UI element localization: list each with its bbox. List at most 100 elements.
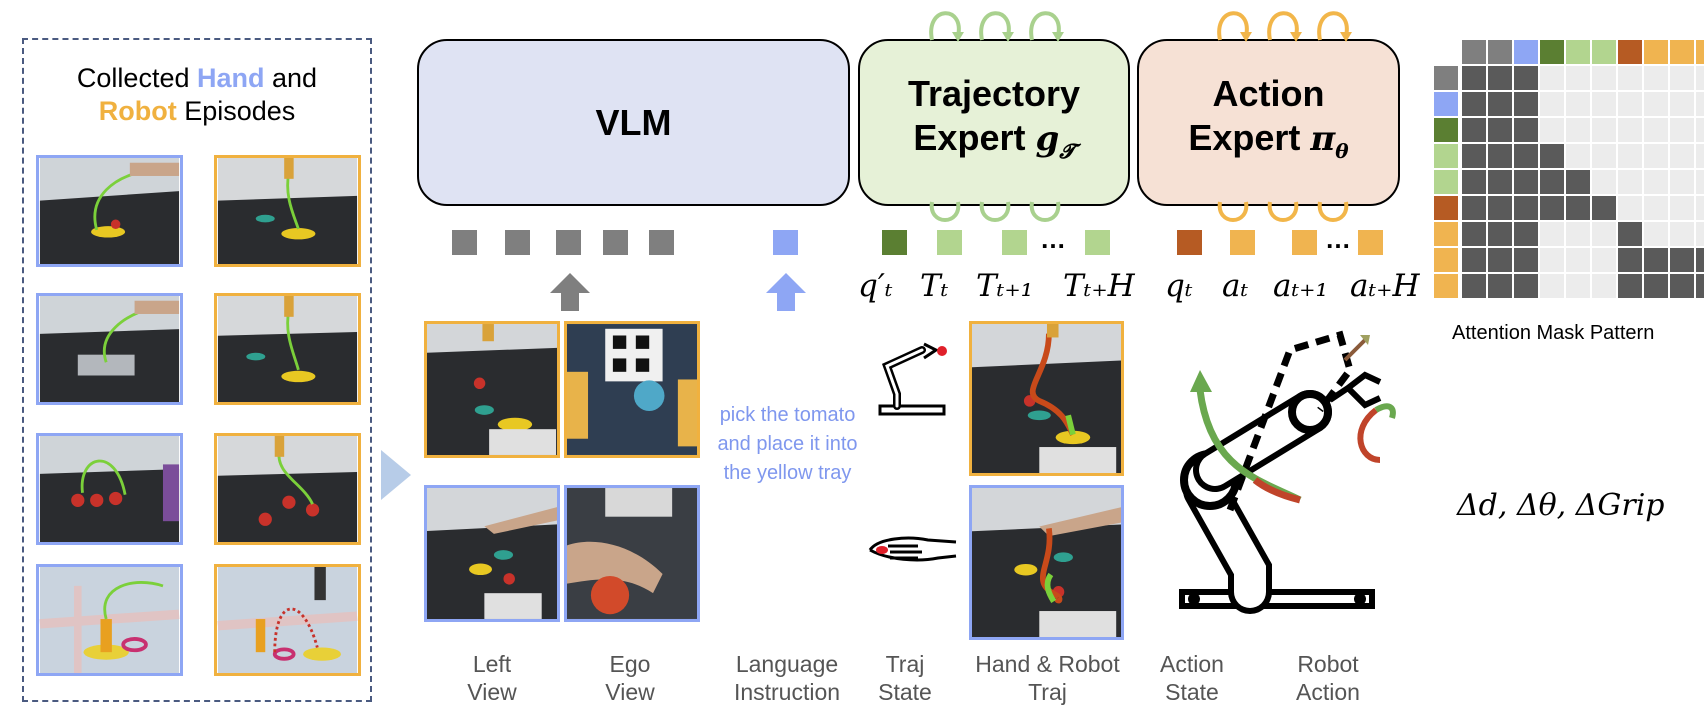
trajectory-loop-arrows — [929, 11, 1064, 42]
mask-cell — [1644, 248, 1668, 272]
hand-episode-thumb — [36, 293, 183, 405]
mask-cell — [1514, 92, 1538, 116]
mask-row-header-cell — [1434, 92, 1458, 116]
action-expert-block: Action Expert πθ — [1137, 39, 1400, 206]
left-view-robot-image — [424, 321, 560, 458]
mask-cell — [1644, 170, 1668, 194]
mask-cell — [1592, 222, 1616, 246]
mask-row-header-cell — [1434, 144, 1458, 168]
mask-cell — [1670, 196, 1694, 220]
mask-cell — [1488, 222, 1512, 246]
mask-cell — [1696, 144, 1704, 168]
robot-action-arm-icon — [1179, 330, 1396, 614]
action-bottom-loops — [1217, 201, 1349, 222]
mask-header-cell — [1540, 40, 1564, 64]
mask-cell — [1592, 196, 1616, 220]
mask-cell — [1566, 92, 1590, 116]
mask-cell — [1670, 222, 1694, 246]
mask-cell — [1488, 170, 1512, 194]
mask-cell — [1488, 66, 1512, 90]
up-arrow-icon — [550, 273, 590, 311]
mask-cell — [1514, 196, 1538, 220]
mask-cell — [1540, 144, 1564, 168]
episodes-panel — [22, 38, 372, 702]
robot-episode-thumb — [214, 564, 361, 676]
mask-cell — [1566, 196, 1590, 220]
mask-cell — [1540, 222, 1564, 246]
mask-header-cell — [1696, 40, 1704, 64]
token-label-T-tH: Tₜ₊H — [1063, 268, 1135, 304]
vlm-token — [649, 230, 674, 255]
action-loop-arrows — [1217, 11, 1352, 42]
robot-arm-icon — [878, 342, 947, 416]
mask-cell — [1462, 274, 1486, 298]
mask-cell — [1644, 196, 1668, 220]
mask-cell — [1488, 196, 1512, 220]
flow-arrow-icon — [381, 450, 411, 500]
token-label-a-tH: aₜ₊H — [1350, 268, 1420, 304]
hand-episode-thumb — [36, 155, 183, 267]
token-label-q-t: qₜ — [1165, 268, 1193, 304]
act-token — [1292, 230, 1317, 255]
mask-header-cell — [1670, 40, 1694, 64]
vlm-token — [556, 230, 581, 255]
mask-cell — [1618, 196, 1642, 220]
vlm-token — [505, 230, 530, 255]
robot-traj-image — [969, 321, 1124, 476]
mask-cell — [1644, 222, 1668, 246]
mask-cell — [1670, 170, 1694, 194]
mask-cell — [1540, 92, 1564, 116]
mask-header-cell — [1488, 40, 1512, 64]
mask-cell — [1618, 222, 1642, 246]
token-label-a-t1: aₜ₊₁ — [1273, 268, 1328, 304]
mask-row-header-cell — [1434, 222, 1458, 246]
mask-cell — [1696, 248, 1704, 272]
mask-cell — [1696, 196, 1704, 220]
act-state-token — [1177, 230, 1202, 255]
mask-cell — [1592, 170, 1616, 194]
attention-mask-grid — [1434, 40, 1704, 298]
mask-cell — [1540, 274, 1564, 298]
mask-cell — [1618, 170, 1642, 194]
token-label-T-t1: Tₜ₊₁ — [976, 268, 1034, 304]
episodes-title: Collected Hand and Robot Episodes — [76, 63, 318, 126]
trajectory-expert-block: Trajectory Expert g𝓣 — [858, 39, 1130, 206]
mask-cell — [1514, 248, 1538, 272]
mask-cell — [1670, 274, 1694, 298]
left-view-hand-image — [424, 485, 560, 622]
mask-cell — [1462, 222, 1486, 246]
mask-cell — [1566, 274, 1590, 298]
mask-row-header-cell — [1434, 248, 1458, 272]
mask-cell — [1592, 144, 1616, 168]
mask-cell — [1462, 196, 1486, 220]
mask-header-cell — [1462, 40, 1486, 64]
mask-cell — [1644, 144, 1668, 168]
mask-cell — [1618, 92, 1642, 116]
mask-cell — [1514, 274, 1538, 298]
mask-row-header-cell — [1434, 170, 1458, 194]
robot-episode-thumb — [214, 433, 361, 545]
mask-cell — [1540, 170, 1564, 194]
hand-icon — [868, 536, 957, 562]
mask-cell — [1670, 118, 1694, 142]
mask-cell — [1488, 144, 1512, 168]
token-label-a-t: aₜ — [1222, 268, 1249, 304]
hand-traj-image — [969, 485, 1124, 640]
language-token — [773, 230, 798, 255]
ego-view-hand-image — [564, 485, 700, 622]
hand-episode-thumb — [36, 433, 183, 545]
mask-cell — [1618, 274, 1642, 298]
mask-cell — [1462, 170, 1486, 194]
mask-cell — [1696, 222, 1704, 246]
mask-cell — [1644, 118, 1668, 142]
mask-cell — [1696, 170, 1704, 194]
mask-cell — [1462, 248, 1486, 272]
mask-header-cell — [1592, 40, 1616, 64]
robot-action-formula: Δd, Δθ, ΔGrip — [1457, 488, 1665, 523]
mask-cell — [1644, 274, 1668, 298]
mask-cell — [1566, 144, 1590, 168]
